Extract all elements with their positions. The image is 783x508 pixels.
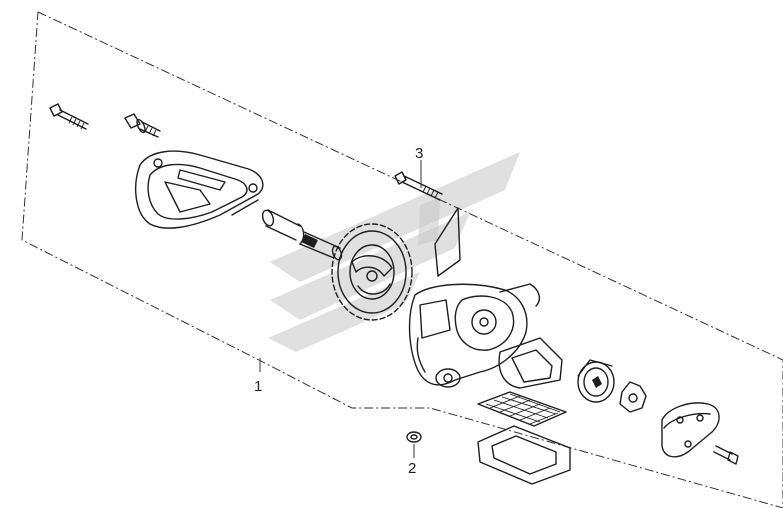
callout-2-label: 2 bbox=[408, 460, 416, 477]
flange-bolt-icon bbox=[124, 113, 161, 138]
oil-pickup bbox=[498, 337, 563, 389]
long-bolt-icon bbox=[394, 171, 443, 201]
screw-icon bbox=[713, 445, 739, 465]
pump-body bbox=[408, 207, 541, 388]
assembly-boundary bbox=[21, 11, 783, 508]
drive-shaft bbox=[261, 209, 343, 261]
sprocket-gear bbox=[331, 223, 413, 321]
washer-icon bbox=[406, 431, 422, 443]
inner-rotor bbox=[619, 381, 647, 413]
strainer-screen bbox=[477, 391, 567, 427]
pump-cover bbox=[135, 150, 264, 229]
rear-cover-plate bbox=[661, 402, 720, 458]
strainer-gasket bbox=[477, 425, 571, 485]
outer-rotor bbox=[577, 359, 615, 403]
bolt-icon bbox=[49, 103, 89, 130]
callout-3-label: 3 bbox=[415, 145, 423, 162]
callout-1-label: 1 bbox=[254, 378, 262, 395]
watermark-logo bbox=[268, 152, 520, 352]
